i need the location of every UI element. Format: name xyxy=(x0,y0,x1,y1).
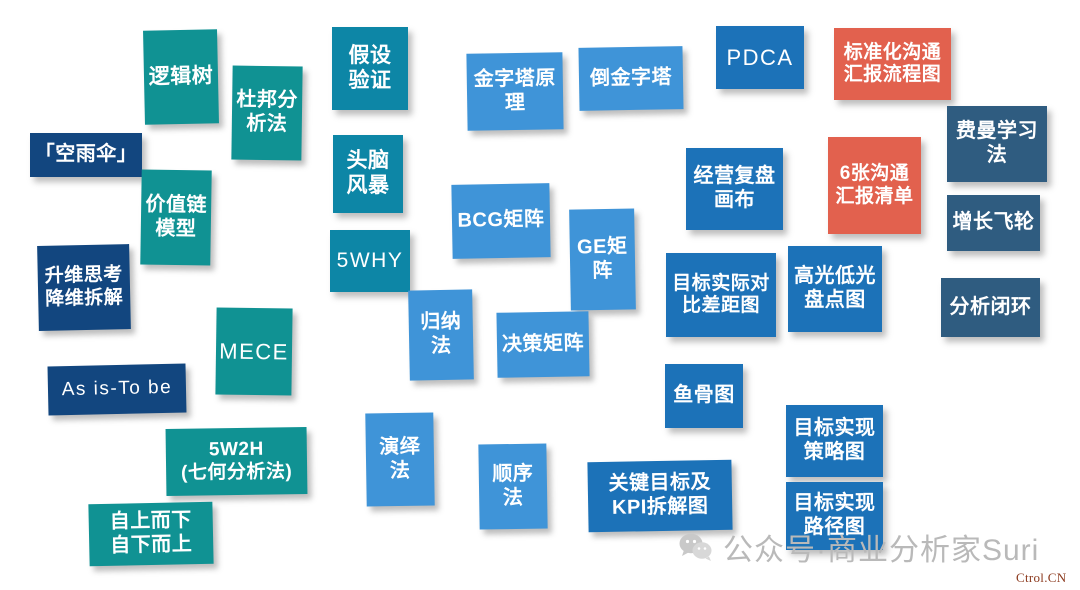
method-card-top-down-bottom-up[interactable]: 自上而下 自下而上 xyxy=(88,501,214,567)
method-card-target-path-map[interactable]: 目标实现 路径图 xyxy=(786,482,883,550)
method-card-growth-flywheel[interactable]: 增长飞轮 xyxy=(947,195,1040,251)
method-card-logic-tree[interactable]: 逻辑树 xyxy=(143,29,219,125)
method-card-business-review-canvas[interactable]: 经营复盘 画布 xyxy=(686,148,783,230)
method-card-5w2h[interactable]: 5W2H (七何分析法) xyxy=(165,427,308,496)
wechat-icon xyxy=(679,533,712,561)
method-card-empty-rain-umbrella[interactable]: 「空雨伞」 xyxy=(30,133,142,177)
method-card-5why[interactable]: 5WHY xyxy=(330,230,410,292)
method-card-as-is-to-be[interactable]: As is-To be xyxy=(47,363,187,416)
method-card-decision-matrix[interactable]: 决策矩阵 xyxy=(496,311,590,378)
method-card-inductive-method[interactable]: 归纳法 xyxy=(408,289,474,381)
credit-label: Ctrol.CN xyxy=(1016,570,1067,585)
method-card-standard-comm-flow[interactable]: 标准化沟通 汇报流程图 xyxy=(834,28,951,100)
method-card-six-comm-checklist[interactable]: 6张沟通 汇报清单 xyxy=(828,137,921,234)
method-card-feynman-technique[interactable]: 费曼学习 法 xyxy=(947,106,1047,182)
method-card-mece[interactable]: MECE xyxy=(215,307,293,396)
method-card-dupont-analysis[interactable]: 杜邦分 析法 xyxy=(231,65,303,161)
method-card-ge-matrix[interactable]: GE矩 阵 xyxy=(569,208,636,311)
method-card-deductive-method[interactable]: 演绎法 xyxy=(365,412,435,507)
method-card-upward-downward-think[interactable]: 升维思考 降维拆解 xyxy=(37,244,131,331)
method-card-key-goals-kpi[interactable]: 关键目标及 KPI拆解图 xyxy=(587,459,733,533)
method-card-fishbone-diagram[interactable]: 鱼骨图 xyxy=(665,364,743,428)
method-card-pdca[interactable]: PDCA xyxy=(716,26,804,89)
method-card-bcg-matrix[interactable]: BCG矩阵 xyxy=(451,183,551,259)
method-card-brainstorming[interactable]: 头脑 风暴 xyxy=(333,135,403,213)
method-card-target-strategy-map[interactable]: 目标实现 策略图 xyxy=(786,405,883,477)
method-card-analysis-closed-loop[interactable]: 分析闭环 xyxy=(941,278,1040,337)
method-card-value-chain-model[interactable]: 价值链 模型 xyxy=(140,169,212,266)
method-card-sequential-method[interactable]: 顺序法 xyxy=(478,443,548,530)
method-card-inverted-pyramid[interactable]: 倒金字塔 xyxy=(578,46,684,111)
method-card-highlight-lowlight[interactable]: 高光低光 盘点图 xyxy=(788,246,882,332)
method-card-pyramid-principle[interactable]: 金字塔原 理 xyxy=(466,52,564,131)
method-card-target-actual-gap[interactable]: 目标实际对 比差距图 xyxy=(666,253,776,337)
method-card-hypothesis-testing[interactable]: 假设 验证 xyxy=(332,27,408,110)
